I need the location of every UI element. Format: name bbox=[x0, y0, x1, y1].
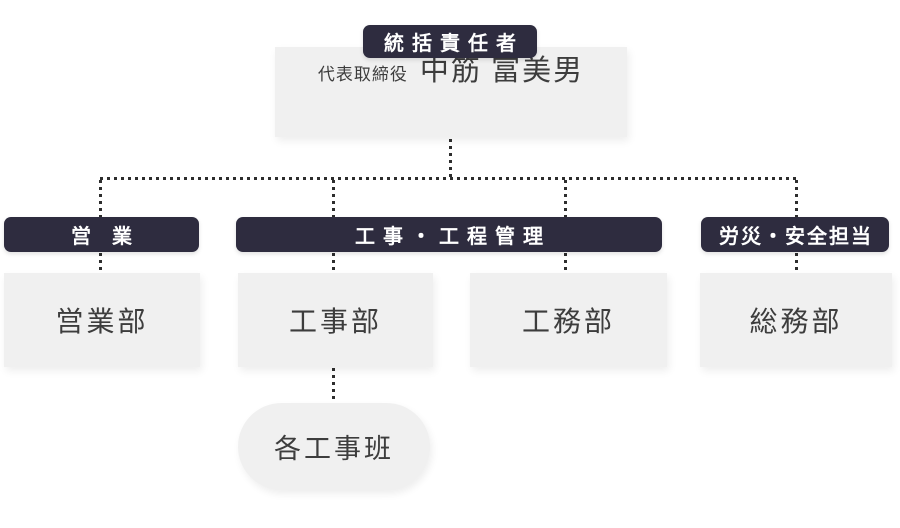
director-name: 中筋 富美男 bbox=[419, 55, 585, 87]
works-department-box: 工務部 bbox=[470, 273, 667, 367]
director-box: 代表取締役 中筋 富美男 bbox=[275, 47, 627, 137]
connector-construction-lower bbox=[332, 253, 335, 273]
connector-safety-upper bbox=[795, 180, 798, 217]
construction-management-role-badge: 工事・工程管理 bbox=[236, 217, 662, 252]
connector-sales-lower bbox=[99, 253, 102, 273]
connector-top-vertical bbox=[449, 139, 452, 177]
sales-role-badge: 営 業 bbox=[4, 217, 199, 252]
connector-horizontal bbox=[100, 177, 799, 180]
connector-works-lower bbox=[564, 253, 567, 273]
construction-department-box: 工事部 bbox=[238, 273, 433, 367]
director-role-badge: 統括責任者 bbox=[363, 25, 537, 58]
connector-crew bbox=[332, 368, 335, 402]
safety-role-badge: 労災・安全担当 bbox=[701, 217, 889, 252]
connector-safety-lower bbox=[795, 253, 798, 273]
construction-crews-pill: 各工事班 bbox=[238, 403, 430, 490]
connector-construction-upper bbox=[332, 180, 335, 217]
connector-works-upper bbox=[564, 180, 567, 217]
sales-department-box: 営業部 bbox=[4, 273, 200, 367]
general-affairs-department-box: 総務部 bbox=[700, 273, 892, 367]
director-title: 代表取締役 bbox=[317, 65, 408, 84]
connector-sales-upper bbox=[99, 180, 102, 217]
